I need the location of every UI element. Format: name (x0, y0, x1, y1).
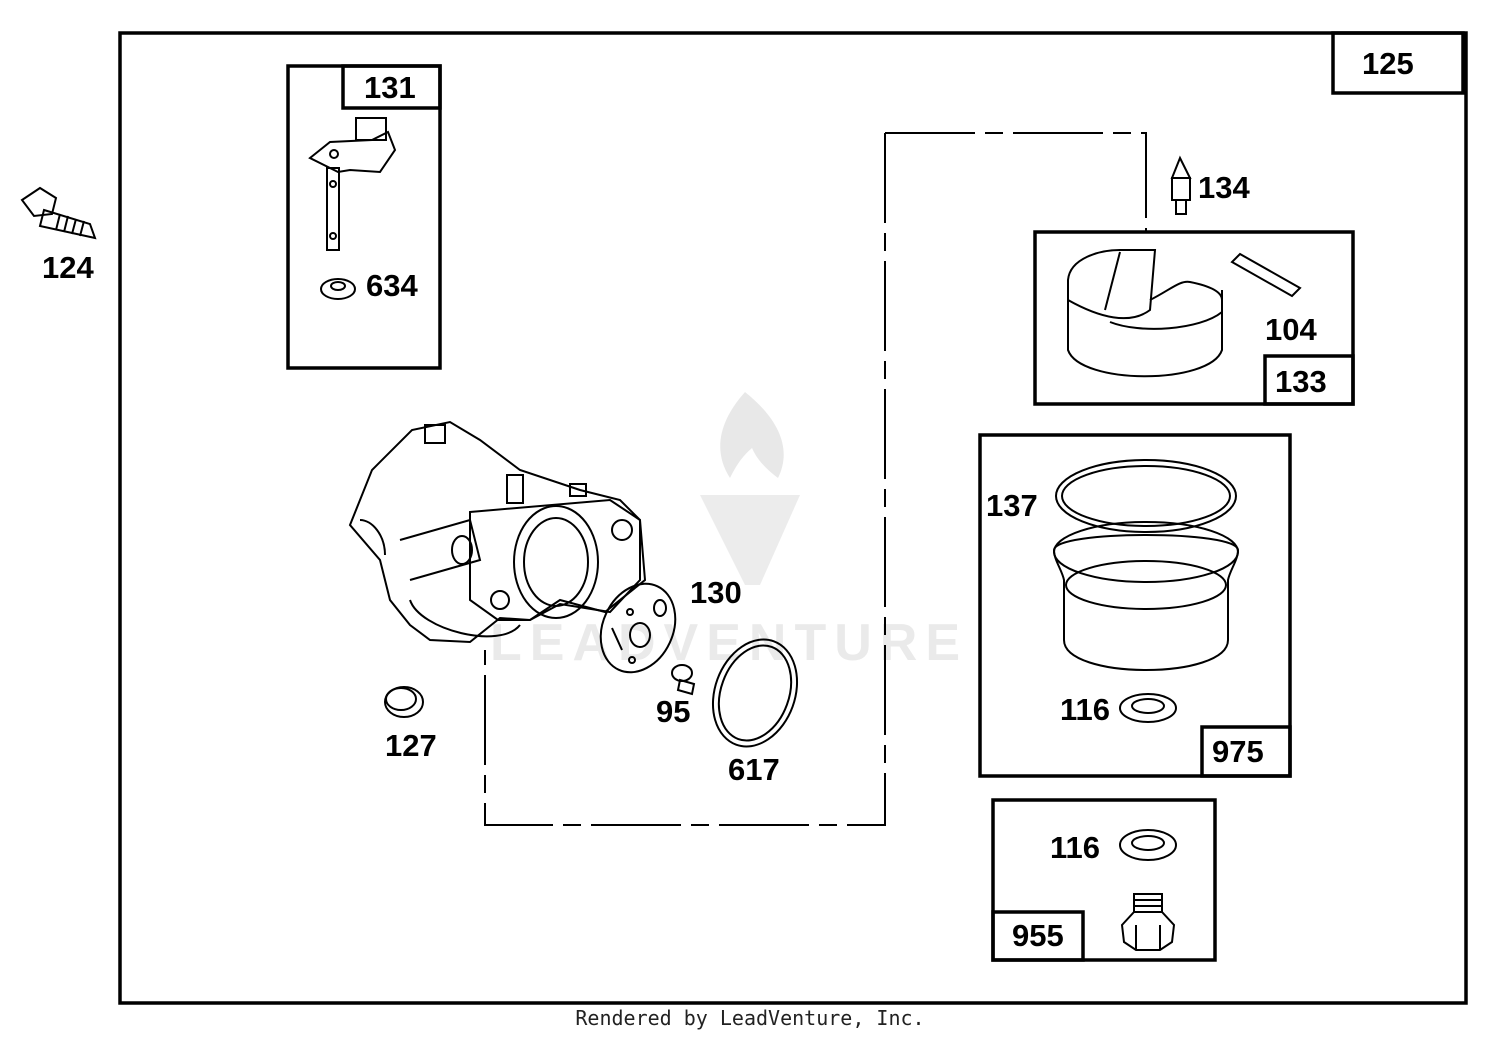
part-label-116-b[interactable]: 116 (1050, 830, 1100, 865)
seal-washer-icon[interactable] (320, 278, 356, 300)
needle-valve-icon[interactable] (1170, 155, 1192, 215)
part-label-104[interactable]: 104 (1265, 312, 1317, 347)
screw-icon[interactable] (20, 186, 97, 240)
part-label-137[interactable]: 137 (986, 488, 1038, 523)
part-label-124[interactable]: 124 (42, 250, 94, 285)
bowl-nut-icon[interactable] (1120, 893, 1176, 951)
part-label-617[interactable]: 617 (728, 752, 780, 787)
kit-box-133: 133 104 (1033, 230, 1355, 406)
throttle-shaft-icon[interactable] (308, 117, 397, 251)
carburetor-body-icon[interactable] (348, 420, 647, 644)
part-label-133[interactable]: 133 (1275, 364, 1327, 399)
kit-box-975: 975 137 116 (978, 433, 1292, 778)
diaphragm-icon[interactable] (587, 572, 689, 685)
bowl-gasket-icon[interactable] (1055, 459, 1237, 533)
part-label-125[interactable]: 125 (1362, 46, 1414, 81)
washer-b-icon[interactable] (1119, 829, 1177, 861)
welch-plug-icon[interactable] (384, 686, 424, 718)
footer-credit: Rendered by LeadVenture, Inc. (575, 1006, 925, 1030)
part-label-130[interactable]: 130 (690, 575, 742, 610)
part-label-134[interactable]: 134 (1198, 170, 1250, 205)
connector-lines (484, 132, 1147, 826)
part-label-975[interactable]: 975 (1212, 734, 1264, 769)
part-label-116[interactable]: 116 (1060, 692, 1110, 727)
main-frame (118, 31, 1468, 1005)
washer-icon[interactable] (1119, 693, 1177, 723)
part-label-955[interactable]: 955 (1012, 918, 1064, 953)
kit-box-131: 131 634 (286, 64, 442, 370)
part-label-127[interactable]: 127 (385, 728, 437, 763)
part-label-131[interactable]: 131 (364, 70, 416, 105)
watermark-logo: LEADVENTURE (490, 392, 968, 672)
part-label-634[interactable]: 634 (366, 268, 418, 303)
o-ring-icon[interactable] (699, 628, 812, 759)
float-bowl-icon[interactable] (1052, 521, 1240, 671)
watermark-text: LEADVENTURE (490, 614, 968, 672)
float-pin-icon[interactable] (1230, 252, 1302, 298)
float-icon[interactable] (1067, 249, 1223, 378)
label-box-125: 125 (1331, 31, 1465, 95)
small-screw-icon[interactable] (671, 664, 696, 696)
part-label-95[interactable]: 95 (656, 694, 690, 729)
kit-box-955: 955 116 (991, 798, 1217, 962)
